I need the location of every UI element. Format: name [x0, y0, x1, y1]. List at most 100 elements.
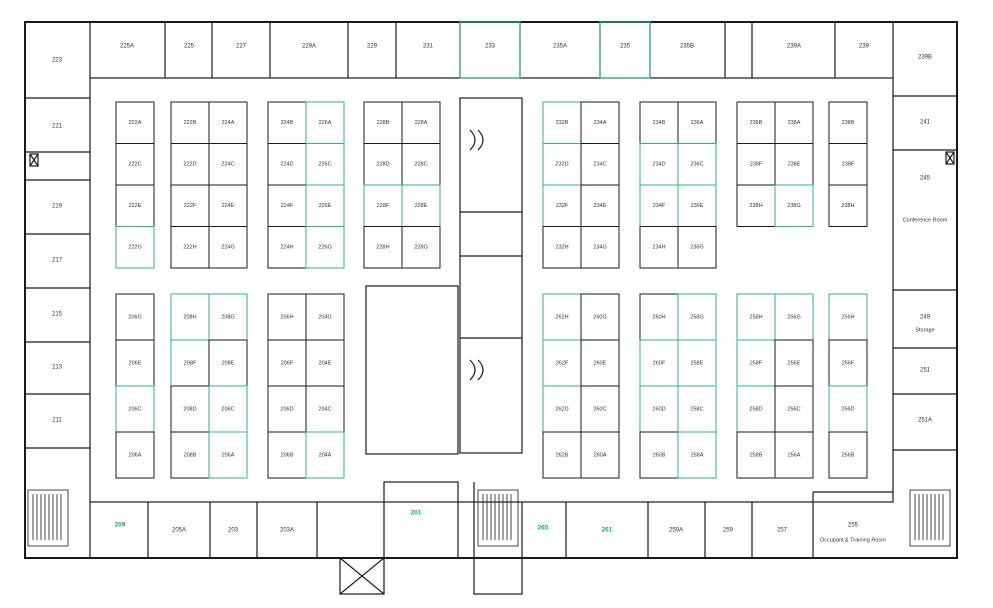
room-label-c232H: 232H: [555, 245, 568, 251]
room-label-r225: 225: [184, 44, 195, 50]
room-label-c222D: 222D: [183, 162, 196, 168]
stairwell-center: [477, 489, 519, 547]
room-label-c260D: 260D: [652, 406, 665, 412]
room-label-c256H: 256H: [841, 314, 854, 320]
room-label-r249_sub: Storage: [915, 327, 934, 333]
room-label-c258G: 258G: [690, 314, 703, 320]
room-label-c228F: 228F: [377, 203, 390, 209]
room-label-c208B: 208B: [184, 452, 197, 458]
room-label-r203A: 203A: [280, 528, 294, 534]
stairwell-left: [27, 489, 69, 547]
room-label-c228C: 228C: [414, 162, 427, 168]
room-label-c234H: 234H: [652, 245, 665, 251]
room-label-c208D: 208D: [183, 406, 196, 412]
room-label-c258B: 258B: [750, 452, 763, 458]
cubicle-c260A: [580, 431, 620, 479]
room-label-c206G: 206G: [128, 314, 141, 320]
room-label-c206E: 206E: [129, 360, 142, 366]
cubicle-c234G: [580, 226, 620, 269]
room-label-r239: 239: [859, 44, 870, 50]
room-label-c226E: 226E: [319, 203, 332, 209]
room-label-c236E: 236E: [691, 203, 704, 209]
room-label-r229: 229: [367, 44, 378, 50]
room-label-c204C: 204C: [318, 406, 331, 412]
cubicle-c256A: [774, 431, 814, 479]
room-label-r205A: 205A: [172, 528, 186, 534]
room-label-c224B: 224B: [281, 120, 294, 126]
room-label-c228B: 228B: [377, 120, 390, 126]
left-offices: [25, 97, 90, 449]
bottom-offices: [89, 481, 893, 595]
room-label-r219: 219: [52, 204, 63, 210]
room-label-c234C: 234C: [593, 162, 606, 168]
cubicle-c224G: [208, 226, 248, 269]
room-label-c232B: 232B: [556, 120, 569, 126]
room-label-c238H: 238H: [749, 203, 762, 209]
room-label-c228E: 228E: [415, 203, 428, 209]
cubicle-blocks: [115, 101, 868, 479]
room-label-c236A: 236A: [691, 120, 704, 126]
room-label-c236B: 236B: [750, 120, 763, 126]
room-label-c258D: 258D: [749, 406, 762, 412]
room-label-c204G: 204G: [318, 314, 331, 320]
room-label-r245: 245: [920, 176, 931, 182]
room-label-r233: 233: [485, 44, 496, 50]
room-label-r241: 241: [920, 120, 931, 126]
room-label-c260C: 260C: [593, 406, 606, 412]
room-label-c256D: 256D: [841, 406, 854, 412]
room-label-c236C: 236C: [690, 162, 703, 168]
room-label-r255_sub: Occupant & Training Room: [820, 537, 886, 543]
cubicle-c256B: [828, 431, 868, 479]
room-label-c226C: 226C: [318, 162, 331, 168]
cubicle-c206A2: [208, 431, 248, 479]
room-label-c226A: 226A: [319, 120, 332, 126]
room-label-r203: 203: [228, 528, 239, 534]
room-label-c258H: 258H: [749, 314, 762, 320]
room-label-c232D: 232D: [555, 162, 568, 168]
room-label-c262F: 262F: [556, 360, 569, 366]
room-label-c206A2: 206A: [222, 452, 235, 458]
room-label-r201: 201: [411, 510, 422, 517]
room-label-c222A: 222A: [129, 120, 142, 126]
cubicle-c206A: [115, 431, 155, 479]
room-label-c206B: 206B: [281, 452, 294, 458]
room-label-r249: 249: [920, 315, 931, 321]
room-label-r245_sub: Conference Room: [903, 217, 948, 223]
right-offices: [893, 95, 957, 451]
room-label-c262D: 262D: [555, 406, 568, 412]
room-label-c224D: 224D: [280, 162, 293, 168]
room-label-c256A: 256A: [788, 452, 801, 458]
room-label-c206D: 206D: [280, 406, 293, 412]
room-label-c206A: 206A: [129, 452, 142, 458]
room-label-c208E: 208E: [222, 360, 235, 366]
room-label-r213: 213: [52, 365, 63, 371]
room-label-c228H: 228H: [376, 245, 389, 251]
cubicle-c228G: [401, 226, 441, 269]
room-label-r255: 255: [848, 523, 859, 529]
room-label-c238G: 238G: [787, 203, 800, 209]
room-label-c234D: 234D: [652, 162, 665, 168]
cubicle-c238G: [774, 184, 814, 227]
room-label-r235: 235: [620, 44, 631, 50]
room-label-r223: 223: [52, 58, 63, 64]
room-label-c234F: 234F: [653, 203, 666, 209]
room-label-r239A: 239A: [787, 44, 801, 50]
room-label-r257: 257: [777, 528, 788, 534]
room-label-c222H: 222H: [183, 245, 196, 251]
room-label-c222E: 222E: [129, 203, 142, 209]
top-offices: [89, 22, 894, 78]
room-label-c238A: 238A: [788, 120, 801, 126]
room-label-c228G: 228G: [414, 245, 427, 251]
room-label-c238H2: 238H: [841, 203, 854, 209]
room-label-c262H: 262H: [555, 314, 568, 320]
room-label-r227: 227: [236, 44, 247, 50]
room-label-c234A: 234A: [594, 120, 607, 126]
cubicle-c226G: [305, 226, 345, 269]
room-label-c224F: 224F: [281, 203, 294, 209]
room-label-r265: 265: [538, 525, 549, 532]
room-label-c222F: 222F: [184, 203, 197, 209]
cubicle-c204A: [305, 431, 345, 479]
cubicle-c258A: [677, 431, 717, 479]
room-label-c256F: 256F: [842, 360, 855, 366]
room-label-c226G: 226G: [318, 245, 331, 251]
